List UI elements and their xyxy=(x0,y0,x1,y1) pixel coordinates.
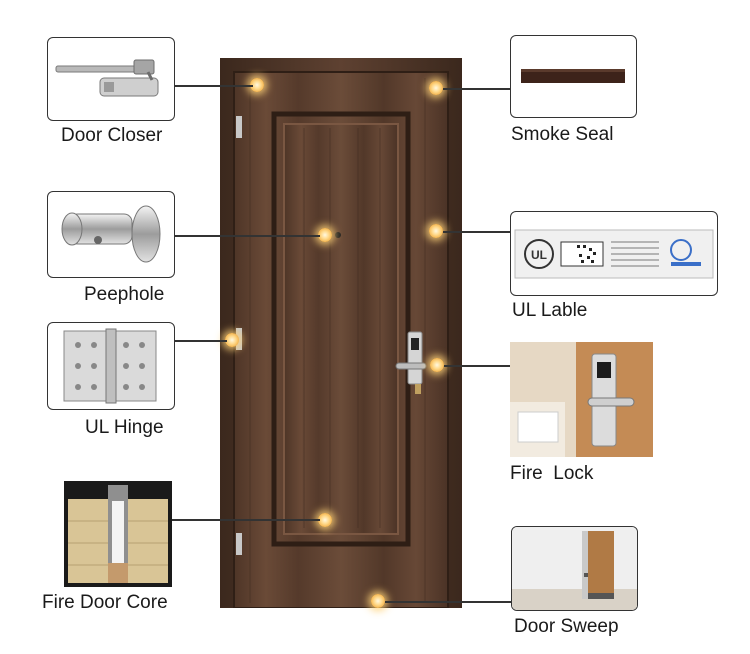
fire-lock-marker xyxy=(430,358,444,372)
fire-door-core-image-box xyxy=(64,481,172,587)
ul-label-leader xyxy=(443,231,510,233)
hinge-icon xyxy=(63,328,157,404)
svg-text:UL: UL xyxy=(531,248,547,262)
peephole-icon xyxy=(61,205,161,263)
peephole-leader xyxy=(175,235,320,237)
door-closer-leader xyxy=(175,85,253,87)
smoke-seal-label: Smoke Seal xyxy=(511,124,614,145)
fire-lock-label: Fire Lock xyxy=(510,463,594,484)
door-illustration xyxy=(220,58,462,608)
fire-lock-image-box xyxy=(510,342,653,457)
door-sweep-leader xyxy=(385,601,511,603)
door-sweep-image-box xyxy=(511,526,638,611)
fire-lock-leader xyxy=(444,365,511,367)
smoke-seal-leader xyxy=(443,88,510,90)
door-sweep-label: Door Sweep xyxy=(514,616,619,637)
ul-hinge-image-box xyxy=(47,322,175,410)
ul-label-plate-icon: UL xyxy=(514,229,714,279)
fire-door-core-leader xyxy=(172,519,320,521)
door-closer-icon xyxy=(55,59,159,97)
door-closer-label: Door Closer xyxy=(61,125,163,146)
peephole-image-box xyxy=(47,191,175,278)
door-core-icon xyxy=(64,481,172,587)
electronic-lock-icon xyxy=(510,342,653,457)
door-closer-image-box xyxy=(47,37,175,121)
ul-label-image-box: UL xyxy=(510,211,718,296)
door-closer-marker xyxy=(250,78,264,92)
smoke-seal-marker xyxy=(429,81,443,95)
ul-lable-label: UL Lable xyxy=(512,300,588,321)
ul-label-marker xyxy=(429,224,443,238)
door-sweep-icon xyxy=(512,527,637,610)
ul-hinge-marker xyxy=(225,333,239,347)
smoke-seal-strip-icon xyxy=(521,69,625,83)
ul-hinge-label: UL Hinge xyxy=(85,417,164,438)
door-sweep-marker xyxy=(371,594,385,608)
fire-door-core-marker xyxy=(318,513,332,527)
peephole-label: Peephole xyxy=(84,284,165,305)
fire-door-core-label: Fire Door Core xyxy=(42,592,168,613)
smoke-seal-image-box xyxy=(510,35,637,118)
peephole-marker xyxy=(318,228,332,242)
ul-hinge-leader xyxy=(175,340,227,342)
